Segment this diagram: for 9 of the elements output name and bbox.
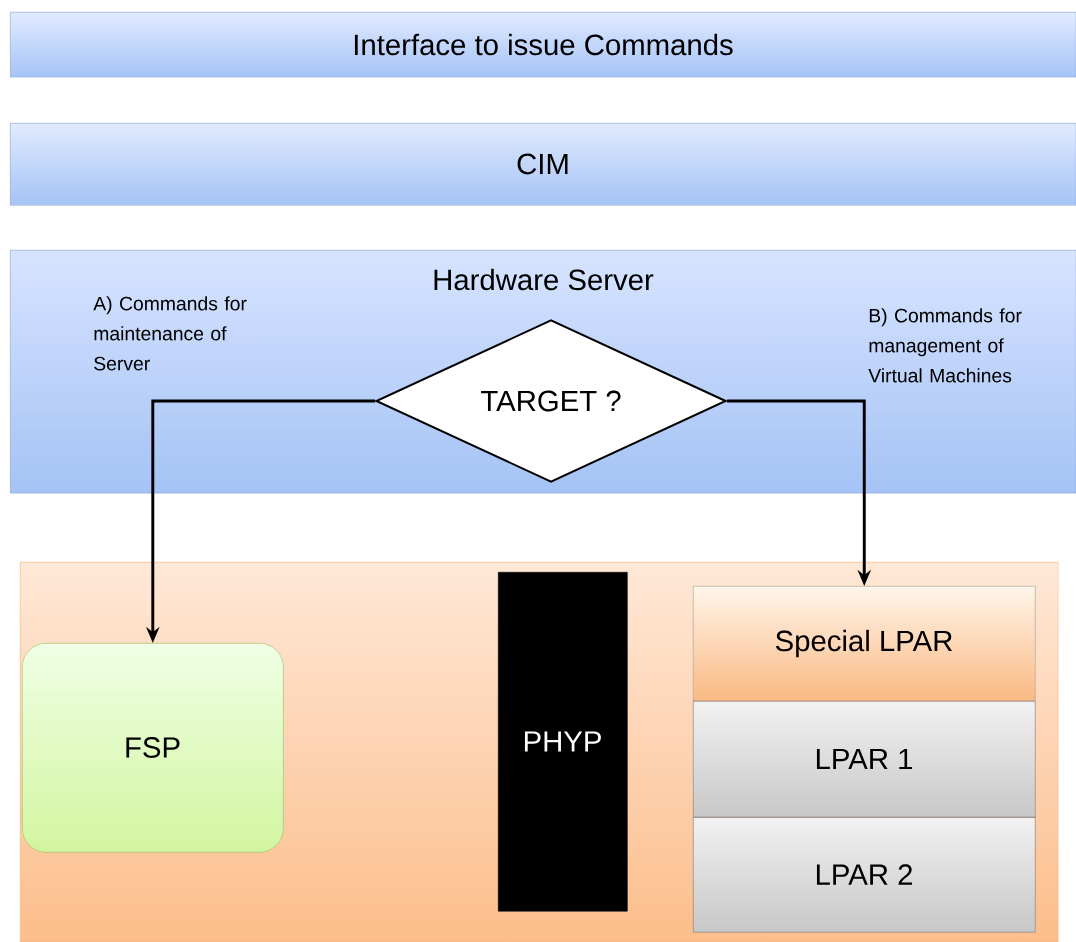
edge-label: A) Commands for maintenance of Server [93, 296, 247, 371]
partition-box: Special LPAR [693, 586, 1036, 702]
layer-band: Interface to issue Commands [10, 12, 1076, 78]
partition-box: LPAR 1 [693, 701, 1036, 818]
hypervisor-bar: PHYP [498, 572, 628, 912]
partition-box: LPAR 2 [693, 817, 1036, 933]
edge-label: B) Commands for management of Virtual Machines [868, 308, 1022, 383]
process-box: FSP [22, 643, 284, 853]
layer-band: CIM [10, 123, 1076, 206]
